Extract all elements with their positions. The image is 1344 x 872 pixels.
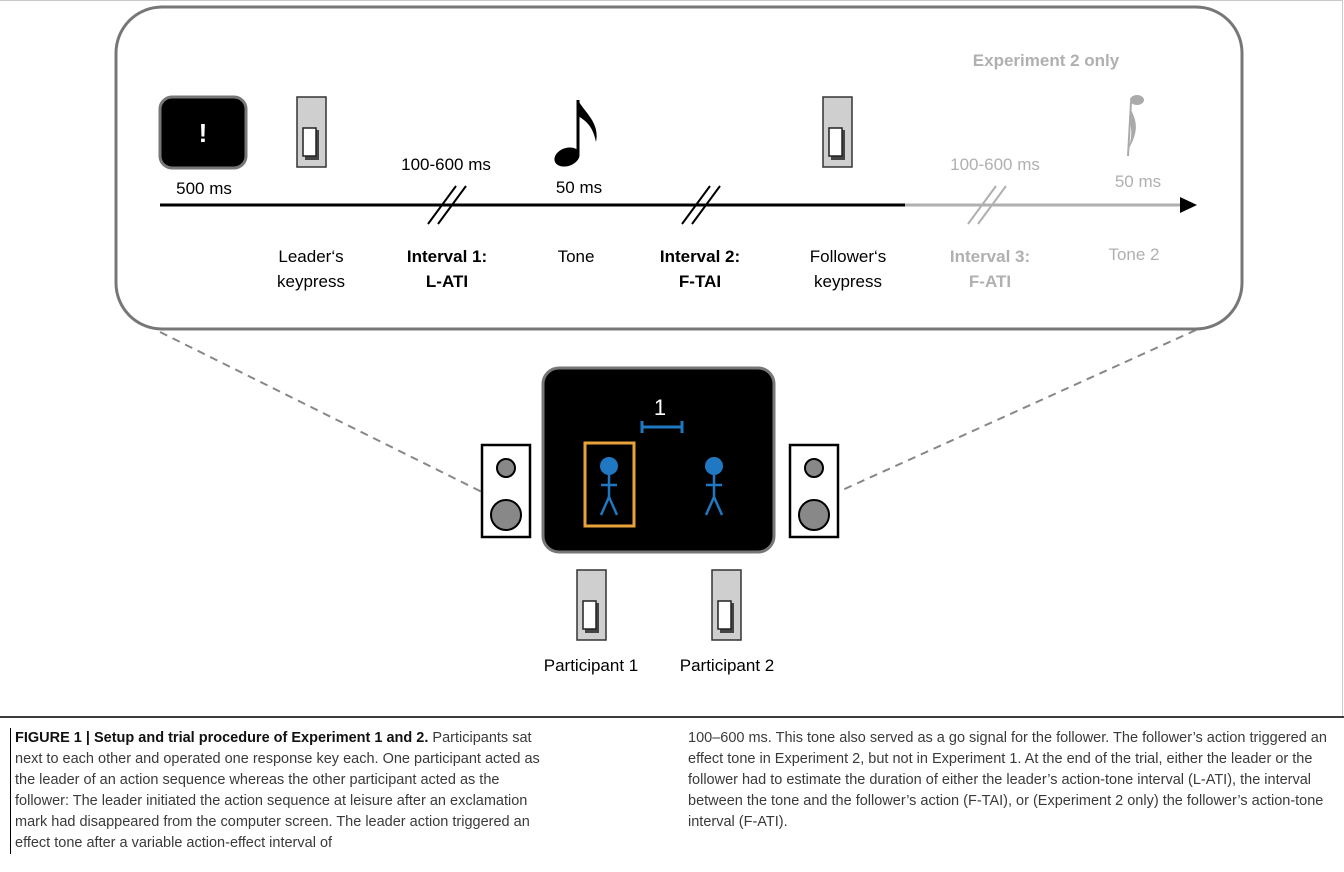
tone-duration: 50 ms <box>556 178 602 197</box>
participant1-label: Participant 1 <box>544 656 639 675</box>
caption-right-column: 100–600 ms. This tone also served as a g… <box>688 728 1328 833</box>
cue-symbol: ! <box>199 118 208 148</box>
distance-bar <box>640 421 684 433</box>
caption-left-text: Participants sat next to each other and … <box>15 730 540 851</box>
screen-count: 1 <box>654 395 666 420</box>
right-speaker-icon <box>788 443 840 539</box>
cue-duration: 500 ms <box>176 179 232 198</box>
timeline-panel <box>114 5 1244 331</box>
interval1-duration: 100-600 ms <box>401 155 491 174</box>
cue-screen <box>158 95 248 170</box>
experiment2-label: Experiment 2 only <box>973 51 1120 70</box>
caption-heading: FIGURE 1 | Setup and trial procedure of … <box>15 730 429 746</box>
participant2-label: Participant 2 <box>680 656 775 675</box>
callout-line-right <box>837 329 1197 493</box>
interval3-label: Interval 3:F-ATI <box>950 247 1030 291</box>
tone-label: Tone <box>558 247 595 266</box>
stick-figure-leader-icon <box>599 457 619 516</box>
interval1-label: Interval 1:L-ATI <box>407 247 487 291</box>
interval3-duration: 100-600 ms <box>950 155 1040 174</box>
setup-diagram: Experiment 2 only ! 500 ms 100-600 ms 50… <box>114 5 1244 675</box>
computer-screen <box>541 366 776 554</box>
figure-caption: FIGURE 1 | Setup and trial procedure of … <box>0 716 1344 872</box>
left-speaker-icon <box>480 443 532 539</box>
music-note-icon <box>554 100 597 167</box>
interval2-break-mark <box>681 185 721 225</box>
participant2-key-icon <box>711 569 742 641</box>
leader-highlight-box <box>583 441 636 528</box>
leader-key-icon <box>296 96 327 168</box>
participant1-key-icon <box>576 569 607 641</box>
interval2-label: Interval 2:F-TAI <box>660 247 740 291</box>
timeline-arrowhead <box>1180 197 1197 213</box>
interval3-break-mark <box>967 185 1007 225</box>
tone2-label: Tone 2 <box>1108 245 1159 264</box>
interval1-break-mark <box>427 185 467 225</box>
callout-line-left <box>159 331 483 493</box>
stick-figure-follower-icon <box>704 457 724 516</box>
music-note-gray-icon <box>1127 95 1144 157</box>
follower-key-icon <box>822 96 853 168</box>
tone2-duration: 50 ms <box>1115 172 1161 191</box>
caption-left-column: FIGURE 1 | Setup and trial procedure of … <box>10 728 549 854</box>
caption-right-text: 100–600 ms. This tone also served as a g… <box>688 730 1327 830</box>
